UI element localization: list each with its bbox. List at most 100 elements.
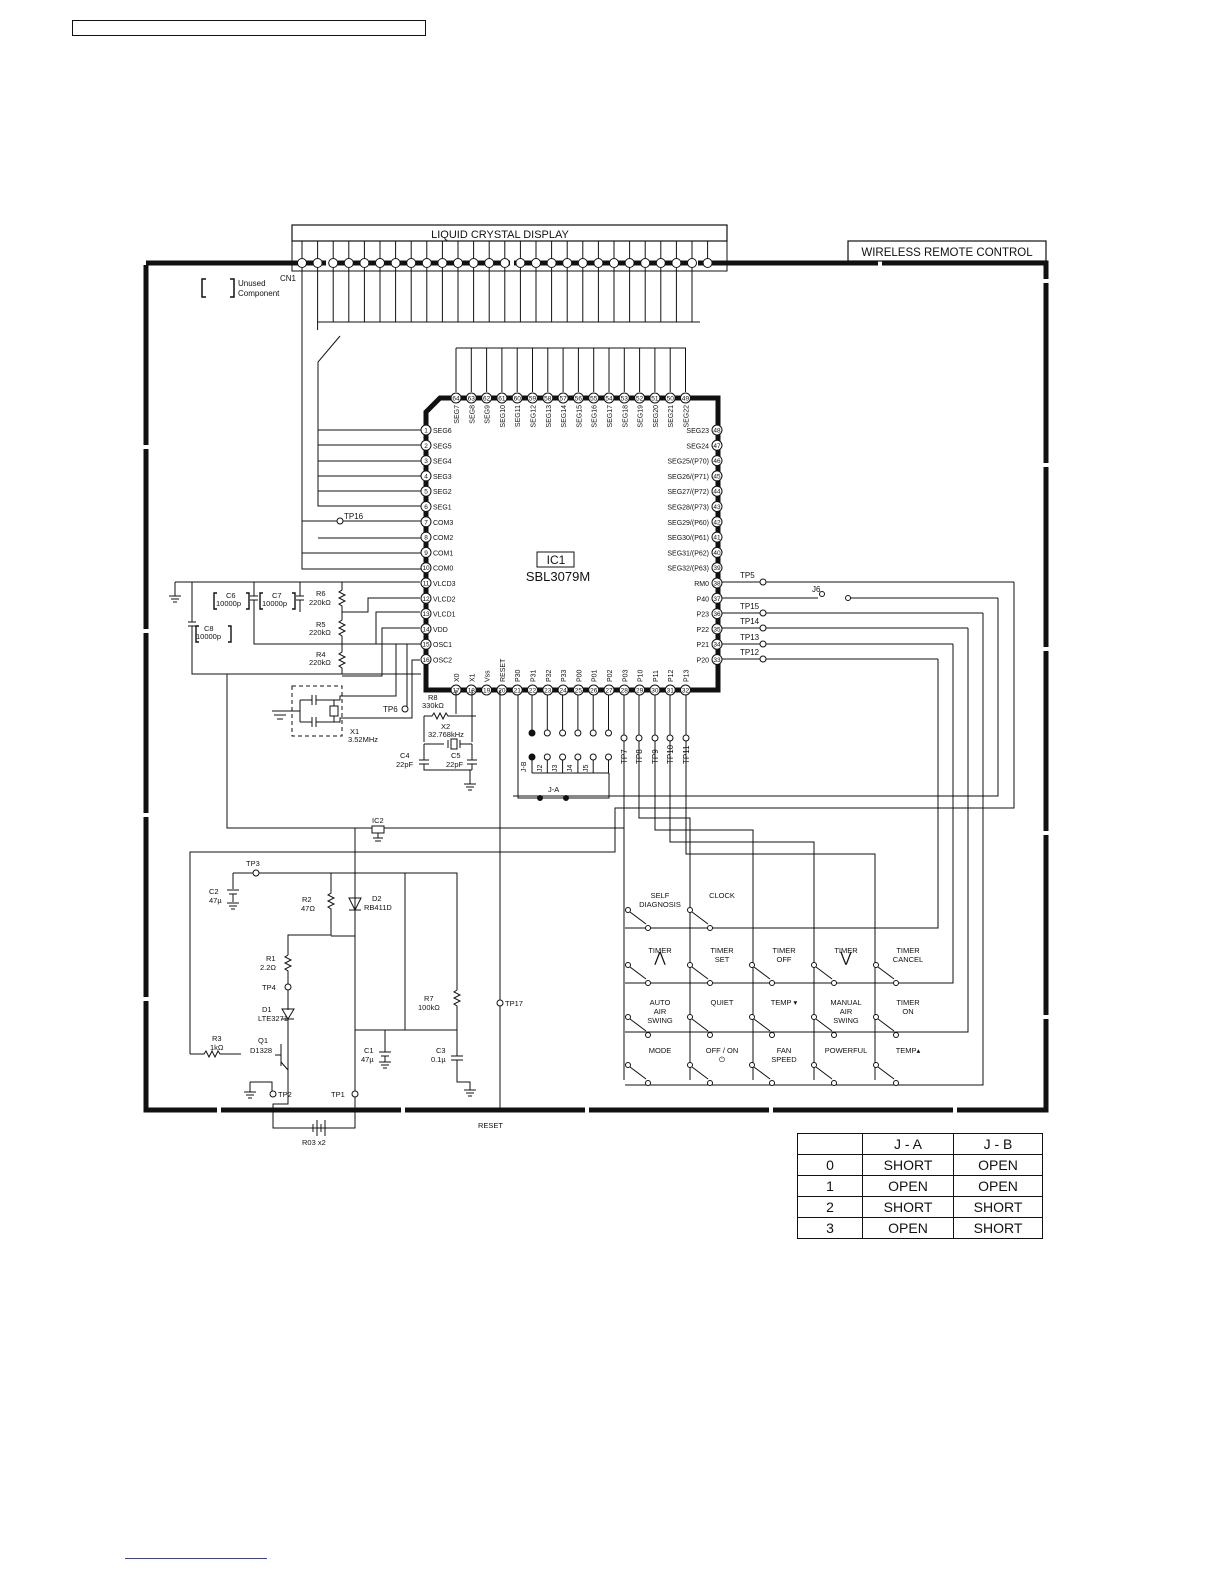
ic1-pin-name: VLCD1 (433, 612, 456, 619)
key-label: TEMP ▾ (771, 998, 798, 1007)
tp1-label: TP1 (331, 1090, 345, 1099)
tp6-wire (401, 644, 409, 713)
ic1-pin (711, 455, 723, 467)
ic1-pin-number: 16 (422, 657, 430, 664)
ic1-pin-number: 57 (559, 396, 567, 403)
ic1-pin (420, 577, 432, 589)
ic1-pin (420, 531, 432, 543)
ic1-pin-number: 42 (713, 519, 721, 526)
ic1-pin-number: 23 (544, 688, 552, 695)
ic1-pin-name: P31 (531, 669, 538, 682)
ic1-pin-name: SEG13 (546, 405, 553, 428)
q1-val: D1328 (250, 1046, 272, 1055)
key-label: CLOCK (709, 891, 735, 900)
c1-ref: C1 (364, 1046, 374, 1055)
ic1-pin-number: 59 (529, 396, 537, 403)
ic1-pin (481, 392, 493, 404)
ic1-pin-number: 39 (713, 565, 721, 572)
ic1-pin-name: VLCD2 (433, 596, 456, 603)
tp-label: TP15 (740, 602, 760, 611)
lcd-pin (453, 258, 463, 268)
ic1-pin (420, 516, 432, 528)
connector-label: CN1 (280, 274, 297, 283)
ic1-pin-name: OSC2 (433, 658, 452, 665)
lcd-pin (702, 258, 713, 268)
r1-val: 2.2Ω (260, 963, 276, 972)
r2-val: 47Ω (301, 904, 315, 913)
ic1-pin-number: 37 (713, 596, 721, 603)
ic1-pin (465, 684, 477, 696)
ic1-pin (481, 684, 493, 696)
ic1-pin-number: 14 (422, 626, 430, 633)
legend: Unused Component (201, 278, 280, 298)
table-row: 0 SHORT OPEN (797, 1154, 1043, 1176)
tp-label: TP13 (740, 633, 760, 642)
ic1-pin-name: SEG29/(P60) (667, 520, 709, 527)
ic1-pin-name: P23 (697, 612, 710, 619)
r7-val: 100kΩ (418, 1003, 440, 1012)
tp-label: TP12 (740, 648, 760, 657)
ic1-pin-name: SEG17 (607, 405, 614, 428)
key-label: SELF (651, 891, 670, 900)
jumper-table-header: J - A J - B (797, 1133, 1043, 1155)
jt-cell: SHORT (953, 1217, 1043, 1239)
tp-label: TP14 (740, 617, 760, 626)
ic1-pin-number: 60 (514, 396, 522, 403)
tp-label: TP5 (740, 571, 755, 580)
ic1-pin-number: 19 (483, 688, 491, 695)
key-label: ON (902, 1007, 913, 1016)
ic1-pin-name: SEG24 (686, 443, 709, 450)
lcd-pin (546, 258, 557, 268)
key-label: TIMER (896, 998, 920, 1007)
c4-val: 22pF (396, 760, 414, 769)
reset-label: RESET (478, 1121, 503, 1130)
key-label: ⏻ (719, 1055, 726, 1064)
ic1-body: IC1 SBL3079M (423, 395, 721, 693)
d2-ref: D2 (372, 894, 382, 903)
key-label: TIMER (834, 946, 858, 955)
lcd-pin (577, 258, 588, 268)
ic1-pin-number: 8 (424, 535, 428, 542)
key-label: SPEED (771, 1055, 797, 1064)
ic1-pin-name: SEG4 (433, 459, 452, 466)
key-label: POWERFUL (825, 1046, 868, 1055)
ic1-pin-name: SEG26/(P71) (667, 474, 709, 481)
table-row: 2 SHORT SHORT (797, 1196, 1043, 1218)
ic1-pin (420, 592, 432, 604)
jt-head-1: J - A (862, 1133, 954, 1155)
ic1-pin (711, 501, 723, 512)
c2-ref: C2 (209, 887, 219, 896)
ic1-pin-number: 58 (544, 396, 552, 403)
ic1-pin (649, 392, 661, 404)
key-switch: MODE (625, 1046, 671, 1086)
x1-val: 3.52MHz (348, 735, 378, 744)
ic1-pin-name: P30 (515, 669, 522, 682)
ic1-pin (711, 623, 723, 635)
ic1-pin-name: P22 (697, 627, 710, 634)
c3-ref: C3 (436, 1046, 446, 1055)
ic1-pin-number: 3 (424, 458, 428, 465)
key-label: AUTO (650, 998, 671, 1007)
ic2-ref: IC2 (372, 816, 384, 825)
ic1-pin-name: P13 (684, 669, 691, 682)
tp6-label: TP6 (383, 705, 398, 714)
c8-val: 10000p (196, 632, 221, 641)
ic1-pin (527, 392, 538, 404)
ic1-pin (711, 470, 723, 482)
ic1-pin-number: 62 (483, 396, 491, 403)
ic1-pin-number: 6 (424, 504, 428, 511)
ic1-pin-number: 12 (422, 596, 430, 603)
jt-cell: SHORT (862, 1196, 954, 1218)
ic1-pin (618, 392, 630, 404)
ic1-pin-name: RESET (500, 658, 507, 682)
ic1-pin (572, 392, 584, 404)
key-switch: QUIET (687, 998, 734, 1038)
ic1-pin-number: 32 (682, 688, 690, 695)
ic1-pin-name: SEG7 (454, 405, 461, 424)
key-label: SWING (647, 1016, 673, 1025)
ic1-pin-name: SEG8 (469, 405, 476, 424)
ic1-pin-number: 1 (424, 428, 428, 435)
ic1-pin (420, 501, 432, 512)
c4-ref: C4 (400, 751, 410, 760)
